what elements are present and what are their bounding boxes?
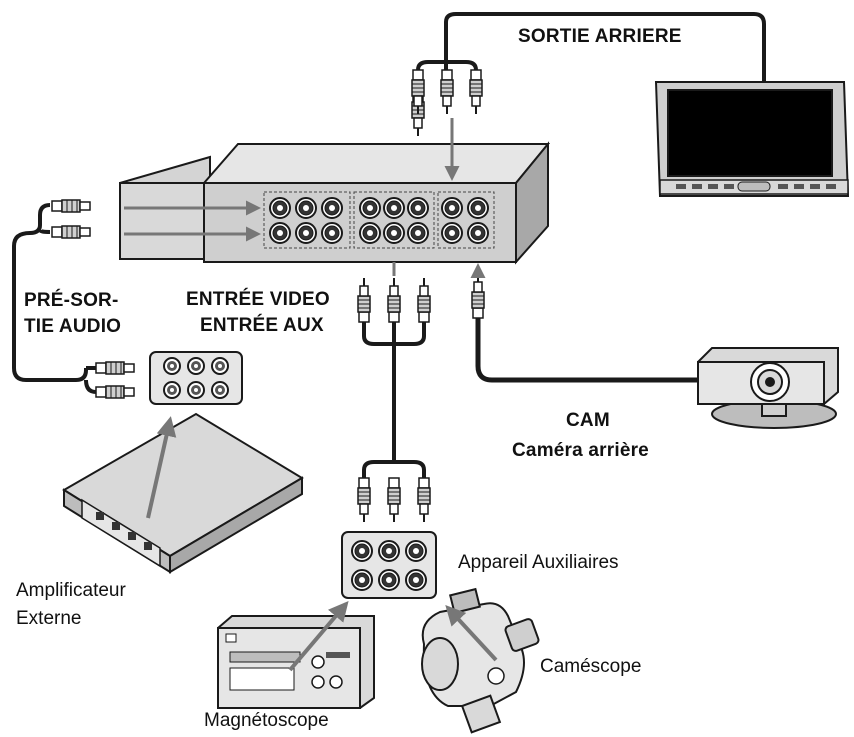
head-unit-jack bbox=[441, 197, 463, 219]
label-video-input: ENTRÉE VIDEO bbox=[186, 289, 330, 310]
label-rear-camera: Caméra arrière bbox=[512, 440, 649, 461]
label-vcr: Magnétoscope bbox=[204, 710, 329, 731]
head-unit bbox=[119, 141, 551, 265]
label-aux-devices: Appareil Auxiliaires bbox=[458, 552, 619, 573]
head-unit-jack bbox=[359, 197, 381, 219]
aux-device-plugs bbox=[357, 477, 431, 523]
label-pre-out-audio-line1: PRÉ-SOR- bbox=[24, 290, 119, 311]
rear-monitor bbox=[654, 81, 850, 197]
vcr bbox=[217, 615, 375, 709]
label-camcorder: Caméscope bbox=[540, 656, 642, 677]
head-unit-jack bbox=[295, 197, 317, 219]
label-rear-output: SORTIE ARRIERE bbox=[518, 26, 682, 47]
label-aux-input: ENTRÉE AUX bbox=[200, 315, 324, 336]
head-unit-jack bbox=[321, 197, 343, 219]
label-pre-out-audio-line2: TIE AUDIO bbox=[24, 316, 122, 337]
camcorder bbox=[421, 587, 540, 734]
head-unit-jack bbox=[295, 222, 317, 244]
head-unit-jack bbox=[407, 197, 429, 219]
label-external-amplifier-line1: Amplificateur bbox=[16, 580, 126, 601]
label-cam: CAM bbox=[566, 410, 610, 431]
rear-output-plugs bbox=[411, 69, 483, 137]
rear-camera bbox=[697, 347, 839, 429]
aux-input-plugs bbox=[357, 277, 431, 323]
external-amplifier bbox=[62, 412, 304, 574]
label-external-amplifier-line2: Externe bbox=[16, 608, 82, 629]
aux-device-jack-panel bbox=[341, 531, 437, 599]
camera-plug bbox=[471, 273, 485, 319]
head-unit-jack bbox=[383, 197, 405, 219]
head-unit-jack bbox=[441, 222, 463, 244]
head-unit-jack bbox=[269, 222, 291, 244]
head-unit-jack bbox=[383, 222, 405, 244]
head-unit-jack bbox=[269, 197, 291, 219]
head-unit-jack bbox=[407, 222, 429, 244]
head-unit-jack bbox=[467, 222, 489, 244]
head-unit-jack bbox=[467, 197, 489, 219]
head-unit-jack bbox=[321, 222, 343, 244]
head-unit-jack bbox=[359, 222, 381, 244]
amplifier-jack-panel bbox=[149, 351, 243, 405]
